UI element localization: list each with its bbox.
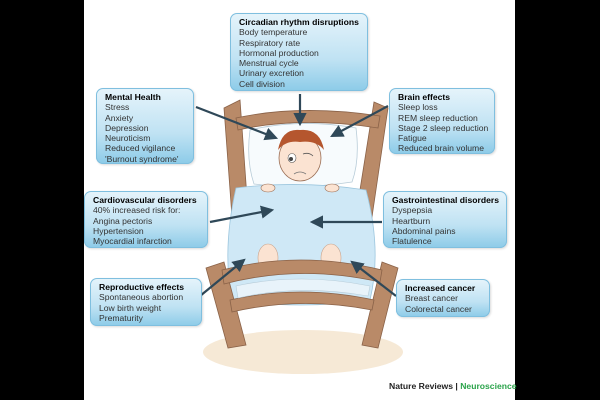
box-title: Reproductive effects bbox=[99, 282, 185, 292]
list-item: Anxiety bbox=[105, 112, 134, 123]
list-item: Respiratory rate bbox=[239, 37, 301, 48]
list-item: 'Burnout syndrome' bbox=[105, 153, 179, 164]
list-item: Myocardial infarction bbox=[93, 236, 172, 247]
list-item: Body temperature bbox=[239, 27, 308, 38]
arrow-brain bbox=[330, 105, 389, 138]
box-title: Brain effects bbox=[398, 92, 451, 102]
list-item: Menstrual cycle bbox=[239, 58, 299, 69]
hands bbox=[260, 183, 340, 193]
list-item: Prematurity bbox=[99, 312, 143, 323]
journal-credit: Nature Reviews | Neuroscience bbox=[389, 381, 517, 391]
reproductive-effects-box: Reproductive effects Spontaneous abortio… bbox=[90, 278, 202, 326]
list-item: Colorectal cancer bbox=[405, 303, 472, 314]
list-item: Stress bbox=[105, 102, 130, 113]
list-item: Angina pectoris bbox=[93, 215, 153, 226]
list-item: Low birth weight bbox=[99, 302, 162, 313]
credit-separator: | bbox=[453, 381, 461, 391]
arrow-cardio bbox=[209, 205, 275, 224]
increased-cancer-box: Increased cancer Breast cancer Colorecta… bbox=[396, 279, 490, 317]
brain-effects-box: Brain effects Sleep loss REM sleep reduc… bbox=[389, 88, 495, 154]
floor-shadow bbox=[203, 330, 403, 374]
list-item: Fatigue bbox=[398, 133, 427, 144]
box-title: Cardiovascular disorders bbox=[93, 195, 197, 205]
list-item: Neuroticism bbox=[105, 133, 151, 144]
arrow-repro bbox=[199, 258, 246, 297]
list-item: Depression bbox=[105, 122, 149, 133]
mattress-edge bbox=[235, 278, 371, 299]
cardiovascular-box: Cardiovascular disorders 40% increased r… bbox=[84, 191, 208, 248]
list-item: 40% increased risk for: bbox=[93, 205, 181, 216]
list-item: Urinary excretion bbox=[239, 68, 304, 79]
list-item: Sleep loss bbox=[398, 102, 438, 113]
list-item: Hypertension bbox=[93, 225, 144, 236]
list-item: Cell division bbox=[239, 78, 285, 89]
arrow-cancer bbox=[350, 260, 397, 297]
box-title: Increased cancer bbox=[405, 283, 476, 293]
list-item: Heartburn bbox=[392, 215, 431, 226]
list-item: Breast cancer bbox=[405, 293, 459, 304]
list-item: Dyspepsia bbox=[392, 205, 433, 216]
arrow-mental bbox=[195, 105, 279, 141]
box-title: Gastrointestinal disorders bbox=[392, 195, 499, 205]
arrows bbox=[195, 94, 397, 297]
list-item: Hormonal production bbox=[239, 47, 319, 58]
list-item: Reduced brain volume bbox=[398, 143, 484, 154]
list-item: Reduced vigilance bbox=[105, 143, 176, 154]
mental-health-box: Mental Health Stress Anxiety Depression … bbox=[96, 88, 194, 164]
publisher-name: Nature Reviews bbox=[389, 381, 454, 391]
list-item: Flatulence bbox=[392, 236, 432, 247]
box-title: Mental Health bbox=[105, 92, 161, 102]
circadian-rhythm-box: Circadian rhythm disruptions Body temper… bbox=[230, 13, 368, 91]
sleeper-head bbox=[278, 129, 324, 182]
list-item: Spontaneous abortion bbox=[99, 292, 184, 303]
list-item: REM sleep reduction bbox=[398, 112, 478, 123]
gastrointestinal-box: Gastrointestinal disorders Dyspepsia Hea… bbox=[383, 191, 507, 248]
box-title: Circadian rhythm disruptions bbox=[239, 17, 359, 27]
journal-name: Neuroscience bbox=[460, 381, 517, 391]
list-item: Stage 2 sleep reduction bbox=[398, 122, 489, 133]
list-item: Abdominal pains bbox=[392, 225, 456, 236]
